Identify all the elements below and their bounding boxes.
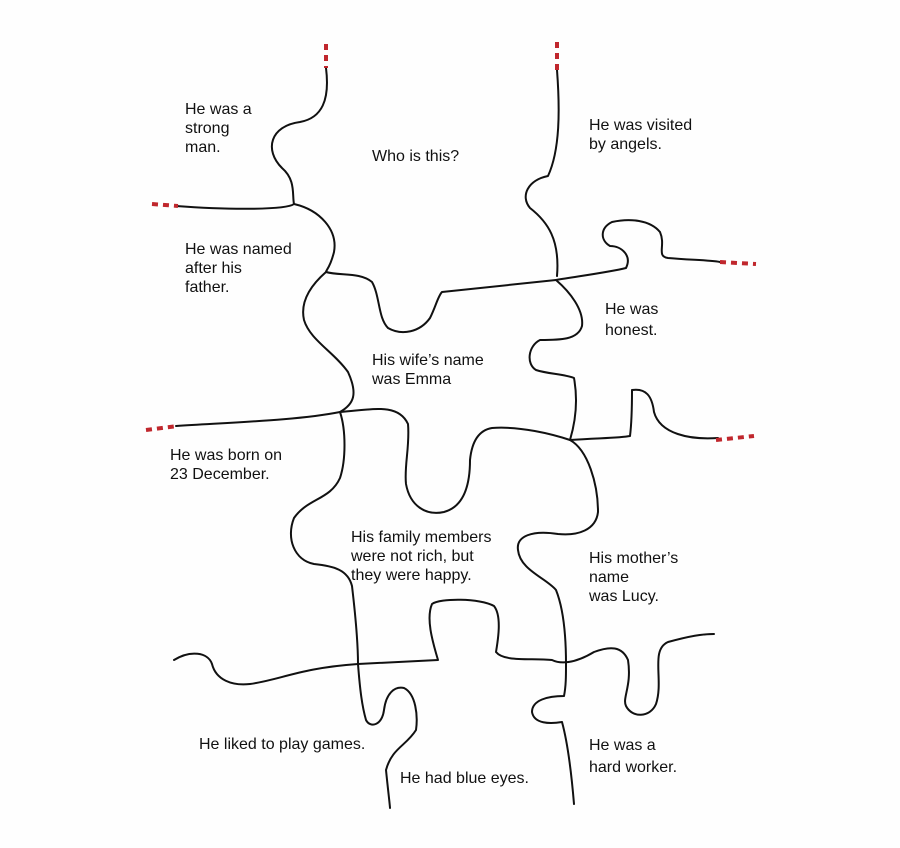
piece-label-mother: His mother’s name was Lucy. <box>589 550 679 605</box>
piece-label-who-is-this: Who is this? <box>372 148 460 165</box>
cut-marker-left-upper <box>151 202 179 208</box>
piece-label-honest: He was honest. <box>605 301 659 339</box>
cut-marker-right-upper <box>719 260 757 266</box>
piece-label-wife: His wife’s name was Emma <box>372 352 484 388</box>
cut-marker-right-middle <box>715 434 755 442</box>
edge-upper-left-diagonal <box>293 203 557 334</box>
piece-label-angels: He was visited by angels. <box>589 117 693 153</box>
edge-family-left <box>289 411 418 809</box>
piece-label-games: He liked to play games. <box>199 736 366 753</box>
edge-left-middle <box>302 271 355 413</box>
piece-label-family: His family members were not rich, but th… <box>351 529 492 584</box>
edge-top-right-vertical <box>524 69 560 277</box>
edge-top-left-vertical <box>175 67 328 210</box>
edge-mother-left <box>516 439 599 665</box>
piece-label-strong: He was a strong man. <box>185 101 252 156</box>
edge-worker-left <box>531 663 575 805</box>
edge-right-upper-horizontal <box>555 219 721 281</box>
piece-label-worker: He was a hard worker. <box>589 737 678 776</box>
piece-label-born: He was born on 23 December. <box>170 447 283 483</box>
piece-label-named: He was named after his father. <box>185 241 292 296</box>
edge-lower-horizontal <box>173 598 715 716</box>
cut-marker-left-middle <box>145 424 179 432</box>
piece-label-eyes: He had blue eyes. <box>400 770 529 787</box>
edge-honest-left <box>528 279 584 441</box>
edge-born-horizontal <box>175 388 719 514</box>
